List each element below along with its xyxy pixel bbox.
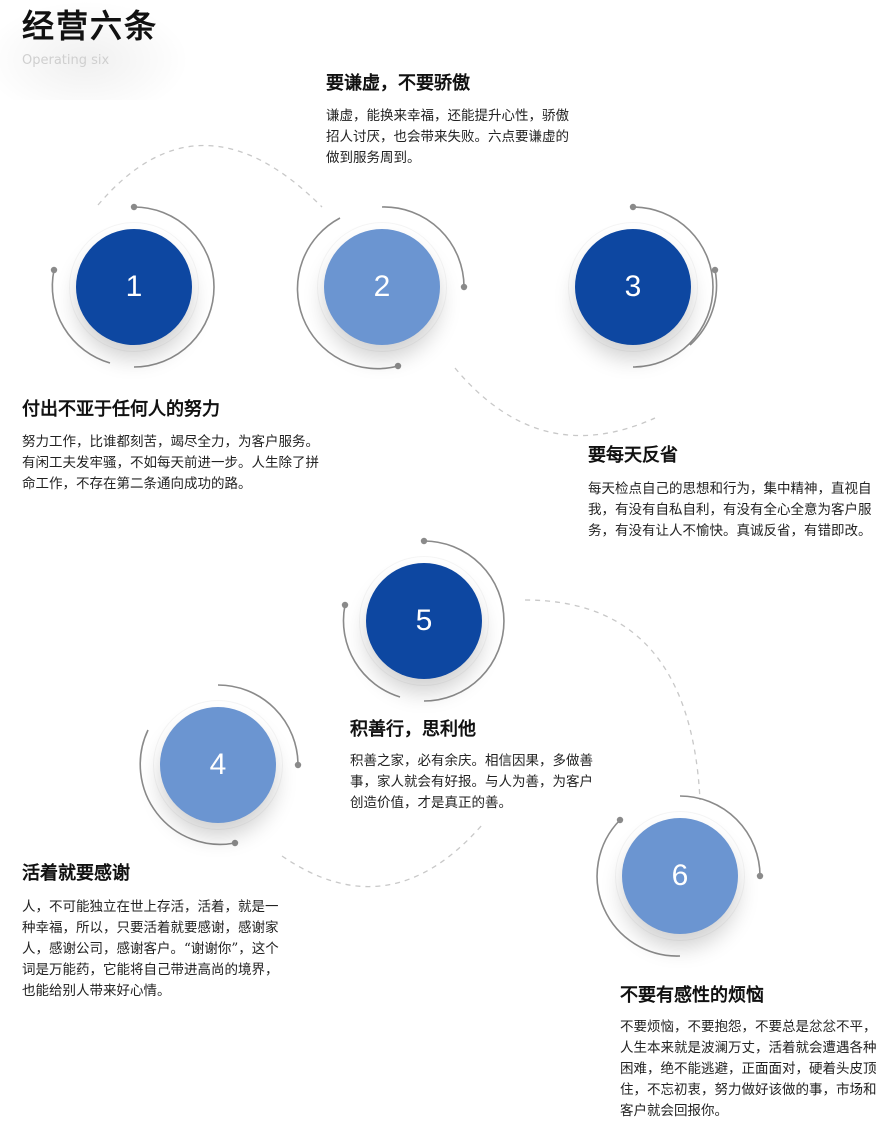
- step-description-5: 积善之家，必有余庆。相信因果，多做善事，家人就会有好报。与人为善，为客户创造价值…: [350, 753, 593, 811]
- page-subtitle: Operating six: [22, 53, 110, 68]
- ring-dot: [394, 362, 402, 370]
- ring-arc-1: [133, 206, 215, 368]
- ring-arc-6: [679, 795, 761, 877]
- ring-arc-2b: [296, 217, 399, 370]
- ring-dot: [711, 266, 719, 274]
- step-title-3: 要每天反省: [588, 445, 678, 466]
- ring-dot: [460, 283, 468, 291]
- step-circle-2: 2: [324, 229, 440, 345]
- ring-arc-5b: [342, 604, 401, 698]
- ring-dot: [341, 601, 349, 609]
- step-circle-5: 5: [366, 563, 482, 679]
- title-glow: [0, 0, 190, 100]
- ring-dot: [231, 839, 239, 847]
- ring-arc-1b: [51, 269, 111, 364]
- page-title: 经营六条: [22, 7, 159, 45]
- dashed-connector-5-6: [524, 599, 701, 801]
- ring-arc-4b: [139, 729, 236, 846]
- ring-dot: [616, 816, 624, 824]
- ring-arc-6b: [596, 819, 681, 957]
- step-circle-1: 1: [76, 229, 192, 345]
- dashed-connector-1-2: [97, 144, 323, 208]
- step-circle-3: 3: [575, 229, 691, 345]
- ring-arc-3b: [689, 269, 718, 346]
- step-description-1: 努力工作，比谁都刻苦，竭尽全力，为客户服务。有闲工夫发牢骚，不如每天前进一步。人…: [22, 434, 319, 492]
- step-description-6: 不要烦恼，不要抱怨，不要总是忿忿不平，人生本来就是波澜万丈，活着就会遭遇各种困难…: [620, 1019, 877, 1119]
- step-circle-6: 6: [622, 818, 738, 934]
- ring-arc-5: [423, 540, 505, 702]
- ring-dot: [629, 203, 637, 211]
- step-description-4: 人，不可能独立在世上存活，活着，就是一种幸福，所以，只要活着就要感谢，感谢家人，…: [22, 899, 279, 999]
- ring-arc-2: [381, 206, 465, 288]
- ring-arc-3: [632, 206, 714, 368]
- step-title-2: 要谦虚，不要骄傲: [326, 73, 470, 94]
- ring-dot: [294, 761, 302, 769]
- ring-dot: [50, 266, 58, 274]
- ring-dot: [420, 537, 428, 545]
- step-title-1: 付出不亚于任何人的努力: [22, 399, 220, 420]
- step-description-3: 每天检点自己的思想和行为，集中精神，直视自我，有没有自私自利，有没有全心全意为客…: [588, 481, 872, 539]
- step-circle-4: 4: [160, 707, 276, 823]
- ring-arc-4: [217, 684, 299, 766]
- ring-dot: [130, 203, 138, 211]
- ring-dot: [756, 872, 764, 880]
- step-title-6: 不要有感性的烦恼: [620, 985, 764, 1006]
- step-title-5: 积善行，思利他: [350, 719, 476, 740]
- dashed-connector-4-5: [281, 824, 483, 888]
- step-title-4: 活着就要感谢: [22, 863, 130, 884]
- step-description-2: 谦虚，能换来幸福，还能提升心性，骄傲招人讨厌，也会带来失败。六点要谦虚的做到服务…: [326, 108, 569, 166]
- dashed-connector-2-3: [454, 367, 656, 437]
